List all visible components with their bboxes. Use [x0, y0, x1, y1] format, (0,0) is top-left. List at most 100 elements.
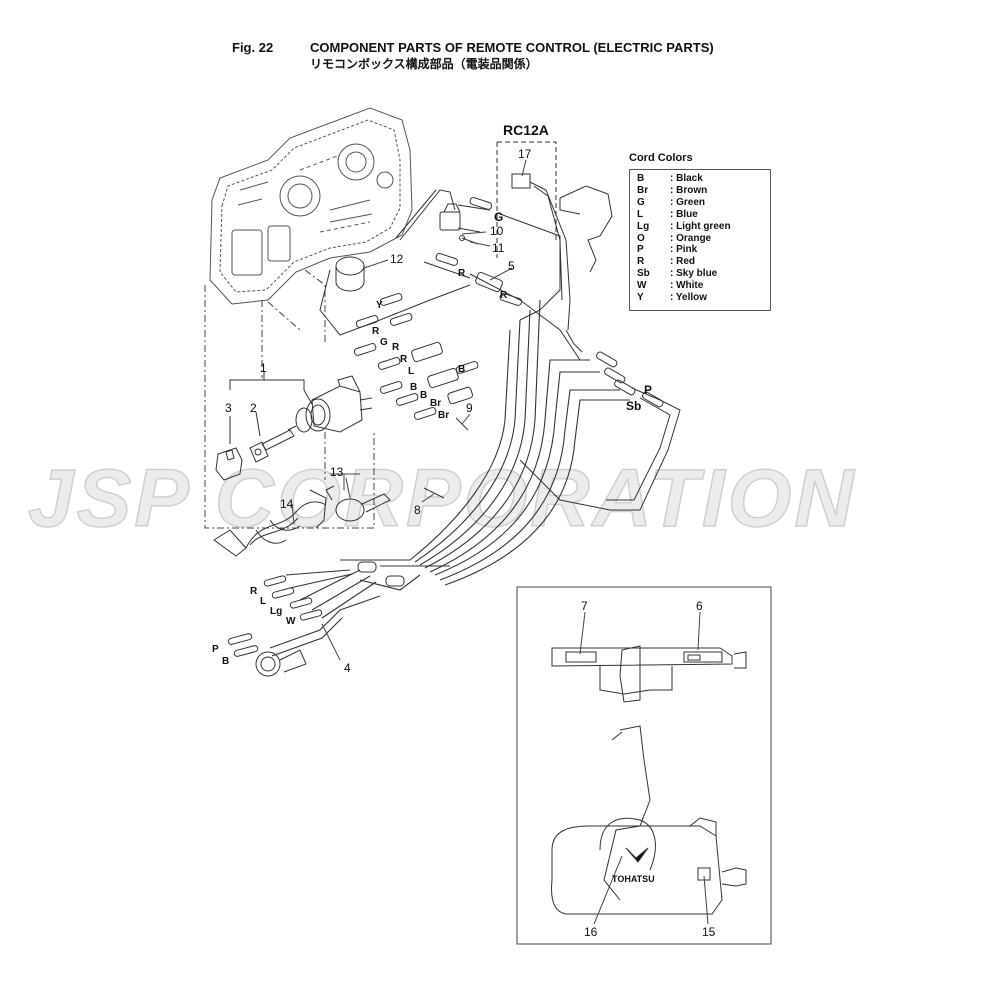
wire-label: B	[410, 382, 417, 393]
legend-entry: W: White	[637, 280, 766, 292]
legend-entry: G : Green	[637, 197, 766, 209]
cord-color-legend: Cord Colors B : Black Br: Brown G : Green …	[629, 152, 771, 311]
legend-color-name: : White	[670, 280, 704, 292]
control-handle-sketch	[559, 185, 613, 273]
legend-entry: P : Pink	[637, 244, 766, 256]
part-number-2: 2	[250, 401, 257, 415]
legend-title: Cord Colors	[629, 152, 693, 164]
legend-color-name: : Pink	[670, 244, 698, 256]
callout-bracket	[229, 372, 313, 444]
remote-control-housing	[209, 107, 413, 305]
wiring-harness	[269, 299, 630, 657]
legend-entry: R : Red	[637, 256, 766, 268]
legend-code: R	[637, 256, 645, 268]
part-number-7: 7	[581, 599, 588, 613]
wire-label: B	[458, 364, 465, 375]
legend-entry: Br: Brown	[637, 185, 766, 197]
main-switch	[287, 375, 373, 433]
legend-code: B	[637, 173, 645, 184]
figure-number: Fig. 22	[232, 40, 274, 55]
wire-label: R	[500, 290, 508, 301]
inset-box	[516, 586, 772, 945]
upper-wiring	[319, 189, 681, 511]
legend-entry: Y : Yellow	[637, 292, 766, 304]
legend-color-name: : Sky blue	[670, 268, 718, 280]
legend-color-name: : Yellow	[670, 292, 708, 304]
wire-label: L	[408, 366, 414, 377]
legend-entry: L: Blue	[637, 209, 766, 221]
page-title: COMPONENT PARTS OF REMOTE CONTROL (ELECT…	[310, 40, 714, 55]
legend-color-name: : Orange	[670, 232, 712, 244]
legend-entry: B : Black	[637, 173, 766, 185]
leader-lines	[291, 159, 709, 925]
part-number-labels: 1 2 3 4 5 6 7 8 9 10 11 12 13 14 15 16 1…	[225, 147, 716, 939]
wire-label: P	[212, 644, 219, 655]
ignition-key	[249, 429, 295, 463]
inset-control-box	[551, 725, 747, 915]
part-number-3: 3	[225, 401, 232, 415]
legend-code: Y	[637, 292, 644, 304]
wire-label: Br	[430, 398, 441, 409]
watermark: JSP CORPORATION	[27, 452, 857, 545]
part-number-17: 17	[518, 147, 532, 161]
part-number-8: 8	[414, 503, 421, 517]
wire-label: P	[644, 383, 652, 397]
main-harness-plug	[255, 649, 307, 677]
part-number-10: 10	[490, 224, 504, 238]
part-number-1: 1	[260, 361, 267, 375]
legend-color-name: : Brown	[670, 184, 708, 196]
part-number-5: 5	[508, 259, 515, 273]
legend-code: Sb	[637, 268, 650, 280]
legend-entry: Sb : Sky blue	[637, 268, 766, 280]
wire-label: B	[420, 390, 427, 401]
wire-label: G	[494, 210, 503, 224]
neutral-switch	[439, 203, 479, 245]
legend-color-name: : Blue	[670, 208, 698, 220]
legend-code: Lg	[637, 220, 650, 232]
part-number-13: 13	[330, 465, 344, 479]
wire-label: Lg	[270, 606, 282, 617]
part-number-16: 16	[584, 925, 598, 939]
legend-box: B : Black Br: Brown G : Green L: Blue Lg : …	[629, 169, 771, 311]
part-number-11: 11	[492, 241, 505, 255]
part-number-14: 14	[280, 497, 294, 511]
wire-label: W	[286, 616, 296, 627]
buzzer	[335, 256, 365, 292]
brand-logo-text: TOHATSU	[612, 874, 655, 884]
wire-label: R	[372, 326, 380, 337]
legend-entry: Lg : Light green	[637, 221, 766, 233]
wire-label: R	[458, 268, 466, 279]
wire-label: L	[260, 596, 266, 607]
variant-label: RC12A	[503, 122, 549, 138]
legend-color-name: : Black	[670, 173, 703, 184]
inset-top-view	[551, 645, 747, 703]
legend-color-name: : Green	[670, 196, 706, 208]
legend-code: O	[637, 232, 645, 244]
key-cap	[215, 447, 243, 481]
bullet-connectors	[227, 561, 405, 657]
stop-lanyard	[213, 489, 327, 557]
legend-color-name: : Light green	[670, 220, 731, 232]
part-number-9: 9	[466, 401, 473, 415]
part-number-15: 15	[702, 925, 716, 939]
wire-label: B	[222, 656, 229, 667]
wire-label: Br	[438, 410, 449, 421]
part-number-12: 12	[390, 252, 404, 266]
legend-color-name: : Red	[670, 256, 695, 268]
rc12a-variant-box	[496, 141, 583, 353]
part-number-4: 4	[344, 661, 351, 675]
wire-label: R	[250, 586, 258, 597]
upper-connectors	[353, 197, 664, 420]
legend-entry: O : Orange	[637, 233, 766, 245]
pins	[423, 417, 469, 499]
wire-label: R	[392, 342, 400, 353]
wire-color-labels: G R R Y R G R R L B B B Br Br P Sb R L L…	[212, 210, 652, 667]
stop-switch	[325, 485, 391, 522]
wire-label: Sb	[626, 399, 641, 413]
wire-label: G	[380, 337, 388, 348]
legend-code: G	[637, 196, 645, 208]
page-subtitle: リモコンボックス構成部品（電装品関係）	[310, 57, 538, 71]
part-number-6: 6	[696, 599, 703, 613]
legend-code: P	[637, 244, 644, 256]
